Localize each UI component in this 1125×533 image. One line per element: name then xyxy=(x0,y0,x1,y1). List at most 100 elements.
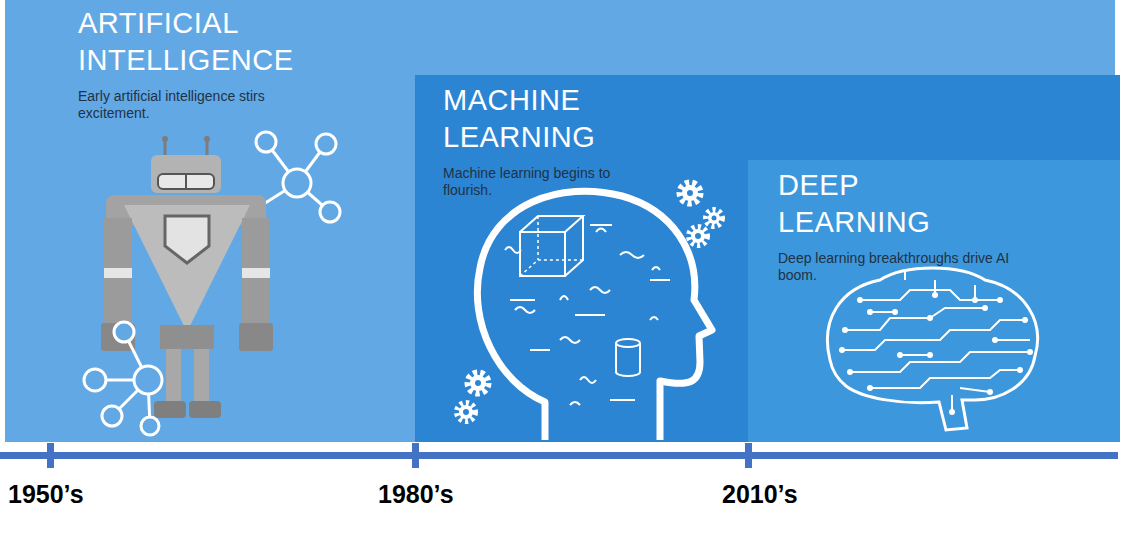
gear-icon xyxy=(712,216,717,221)
circuit-brain xyxy=(860,290,1000,300)
gear-icon xyxy=(457,403,475,421)
circuit-brain xyxy=(842,320,1025,350)
robot-figure xyxy=(124,205,250,332)
network-icon xyxy=(283,169,311,197)
head-outline xyxy=(520,216,583,276)
timeline-axis xyxy=(47,443,54,468)
timeline-label: 1950’s xyxy=(8,480,84,509)
head-outline xyxy=(616,343,640,376)
circuit-brain xyxy=(927,352,933,358)
network-icon xyxy=(134,366,162,394)
circuit-brain xyxy=(827,268,1037,430)
circuit-brain xyxy=(870,370,1020,388)
network-icon xyxy=(84,369,106,391)
gear-icon xyxy=(687,190,693,196)
gear-icon xyxy=(475,380,481,386)
robot-figure xyxy=(104,268,132,278)
robot-figure xyxy=(166,349,181,404)
robot-figure xyxy=(104,218,132,323)
text-group: MACHINE LEARNING Machine learning begins … xyxy=(443,82,663,199)
network-icon xyxy=(114,322,134,342)
gear-icon xyxy=(706,210,722,226)
robot-figure xyxy=(239,323,273,351)
timeline-axis xyxy=(0,443,1118,468)
gear-icon xyxy=(459,405,473,419)
robot-figure xyxy=(158,174,214,189)
robot-figure xyxy=(204,136,210,142)
network-icon xyxy=(297,183,330,212)
gear-icon xyxy=(457,183,722,421)
circuit-brain xyxy=(857,297,863,303)
circuit-brain xyxy=(972,297,978,303)
circuit-brain xyxy=(827,268,1037,430)
circuit-brain xyxy=(987,389,993,395)
robot-figure xyxy=(154,401,186,418)
circuit-brain xyxy=(867,309,873,315)
circuit-brain xyxy=(905,270,975,300)
robot-figure xyxy=(151,155,221,193)
network-icon xyxy=(297,144,326,183)
robot-figure xyxy=(106,195,266,225)
era-description: Machine learning begins to flourish. xyxy=(443,165,663,199)
robot-figure xyxy=(165,216,209,263)
gear-icon xyxy=(695,233,701,239)
head-outline xyxy=(505,225,670,405)
timeline-axis xyxy=(412,443,419,468)
network-icon xyxy=(112,380,148,416)
robot-figure xyxy=(164,140,167,158)
era-title: MACHINE LEARNING xyxy=(443,82,658,156)
era-title: ARTIFICIAL INTELLIGENCE xyxy=(78,5,340,79)
circuit-brain xyxy=(867,385,873,391)
circuit-brain xyxy=(847,369,853,375)
gear-icon xyxy=(691,229,705,243)
era-description: Early artificial intelligence stirs exci… xyxy=(78,88,293,122)
robot-figure xyxy=(101,136,273,418)
head-outline xyxy=(477,191,712,440)
era-panel: DEEP LEARNING Deep learning breakthroughs… xyxy=(748,160,1120,442)
circuit-brain xyxy=(897,352,903,358)
gear-icon xyxy=(682,185,698,201)
robot-figure xyxy=(162,136,168,142)
circuit-brain xyxy=(842,327,848,333)
timeline-axis xyxy=(745,443,752,468)
robot-figure xyxy=(242,218,270,323)
network-icon xyxy=(141,417,159,435)
circuit-brain xyxy=(930,308,985,318)
text-group: DEEP LEARNING Deep learning breakthroughs… xyxy=(778,167,1028,284)
network-icon xyxy=(316,134,336,154)
robot-figure xyxy=(206,140,209,158)
robot-figure xyxy=(189,401,221,418)
network-icon xyxy=(256,132,340,222)
circuit-brain xyxy=(845,318,930,330)
gear-icon xyxy=(470,375,486,391)
network-icon xyxy=(256,132,276,152)
circuit-brain xyxy=(892,309,898,315)
circuit-brain xyxy=(839,292,1033,415)
head-outline xyxy=(477,191,712,440)
network-icon xyxy=(148,380,150,426)
circuit-brain xyxy=(949,409,955,415)
era-description: Deep learning breakthroughs drive AI boo… xyxy=(778,250,1028,284)
era-panel: ARTIFICIAL INTELLIGENCE Early artificial … xyxy=(5,0,1115,442)
circuit-brain xyxy=(850,352,1030,372)
gear-icon xyxy=(689,227,707,245)
gear-icon xyxy=(680,183,700,203)
gear-icon xyxy=(463,409,469,415)
robot-figure xyxy=(194,349,209,404)
circuit-brain xyxy=(1022,317,1028,323)
robot-figure xyxy=(101,323,135,351)
head-outline xyxy=(520,216,583,276)
circuit-brain xyxy=(870,312,1030,412)
circuit-brain xyxy=(927,315,933,321)
circuit-brain xyxy=(982,305,988,311)
network-icon xyxy=(266,142,297,183)
network-icon xyxy=(320,202,340,222)
circuit-brain xyxy=(1027,349,1033,355)
robot-figure xyxy=(242,268,270,278)
head-outline xyxy=(616,339,640,347)
network-icon xyxy=(262,183,297,205)
timeline-label: 1980’s xyxy=(378,480,454,509)
timeline-axis xyxy=(0,452,1118,459)
era-title: DEEP LEARNING xyxy=(778,167,993,241)
